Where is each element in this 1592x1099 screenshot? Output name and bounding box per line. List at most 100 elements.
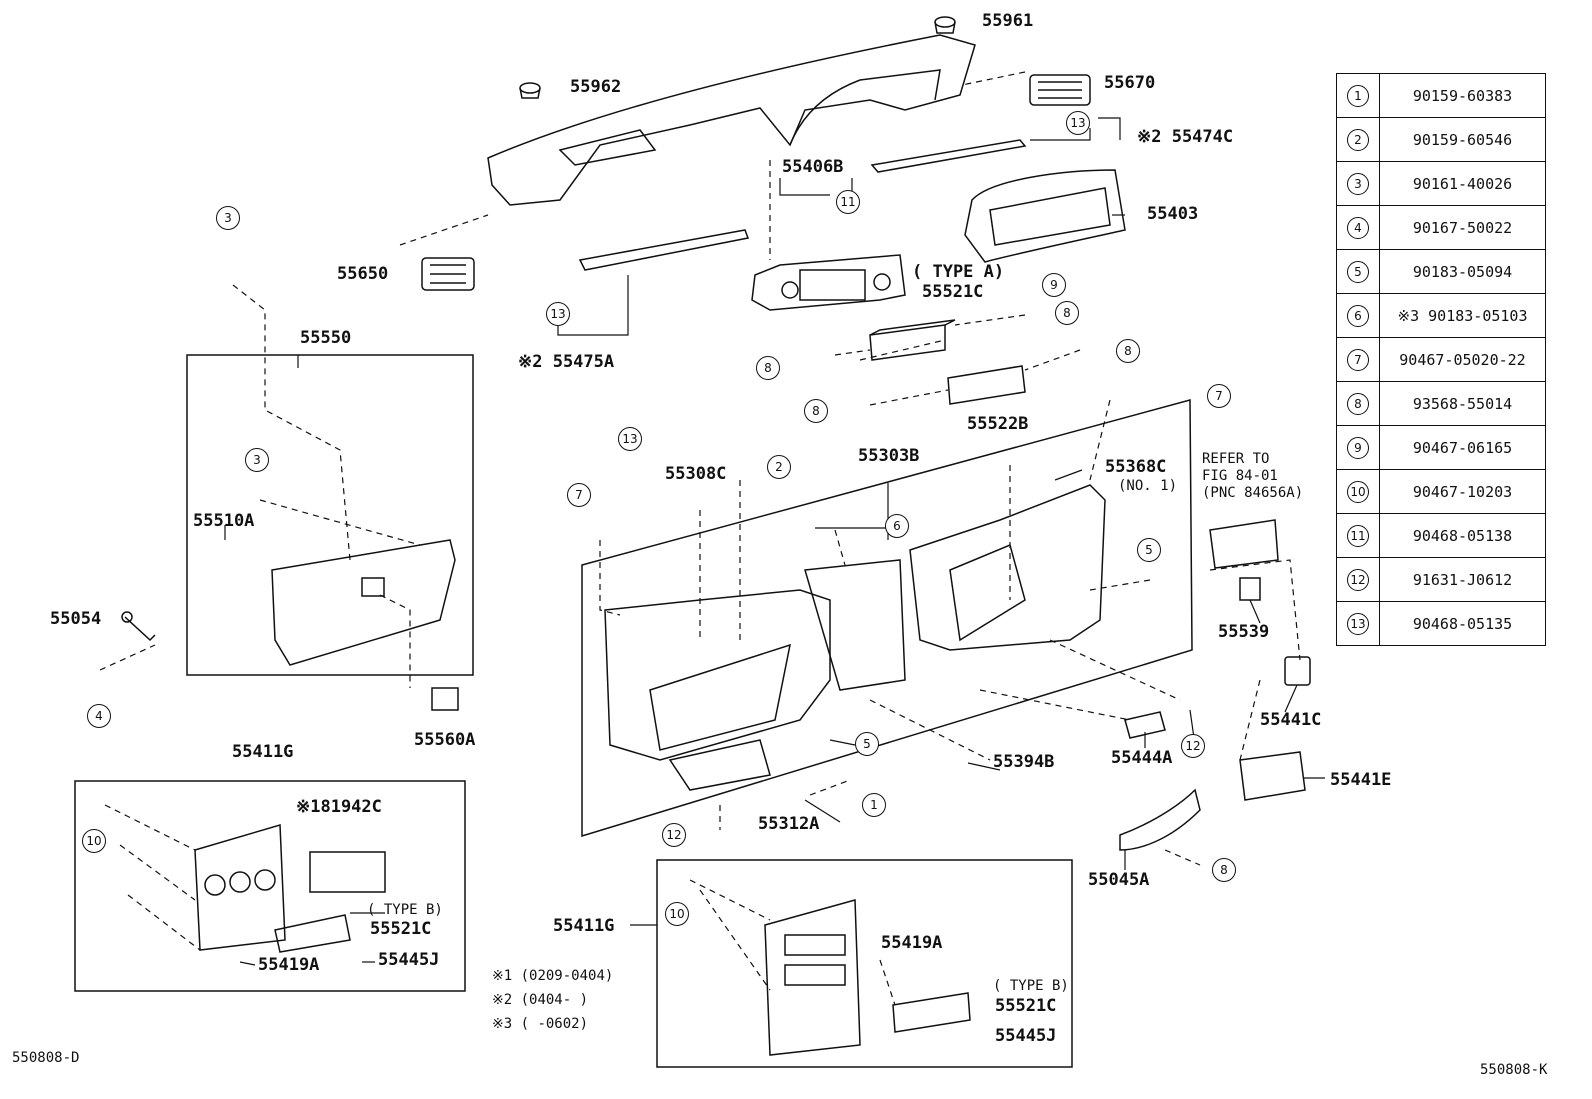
label-55521c-b2: 55521C bbox=[995, 996, 1057, 1016]
switch-55441c bbox=[1284, 656, 1311, 686]
part-55522b bbox=[947, 365, 1026, 405]
label-55445j-2: 55445J bbox=[995, 1026, 1057, 1046]
callout-2: 2 bbox=[767, 455, 791, 479]
callout-3-b: 3 bbox=[245, 448, 269, 472]
label-55441c: 55441C bbox=[1260, 710, 1322, 730]
label-55411g-a: 55411G bbox=[232, 742, 294, 762]
panel-b bbox=[764, 899, 971, 1056]
legend-number: 1 bbox=[1336, 73, 1380, 118]
label-55312a: 55312A bbox=[758, 814, 820, 834]
solid-leaders bbox=[224, 117, 1325, 966]
legend-part-number: 90468-05135 bbox=[1379, 601, 1546, 646]
legend-number: 5 bbox=[1336, 249, 1380, 294]
legend-row: 1 90159-60383 bbox=[1336, 73, 1546, 118]
diagram-id-right: 550808-K bbox=[1480, 1062, 1548, 1078]
legend-row: 6 ※3 90183-05103 bbox=[1336, 293, 1546, 338]
legend-circle-number: 8 bbox=[1347, 392, 1369, 415]
cluster-55403 bbox=[964, 169, 1126, 263]
callout-11: 11 bbox=[836, 190, 860, 214]
vent-55650 bbox=[421, 257, 475, 291]
callout-8-b: 8 bbox=[1116, 339, 1140, 363]
frame-box-55303b bbox=[581, 399, 1193, 838]
callout-4: 4 bbox=[87, 704, 111, 728]
label-55550: 55550 bbox=[300, 328, 352, 348]
callout-7-b: 7 bbox=[567, 483, 591, 507]
legend-part-number: 90467-05020-22 bbox=[1379, 337, 1546, 382]
callout-13-c: 13 bbox=[618, 427, 642, 451]
callout-5-b: 5 bbox=[855, 732, 879, 756]
legend-circle-number: 1 bbox=[1347, 84, 1369, 107]
callout-13-b: 13 bbox=[546, 302, 570, 326]
frame-box-55411g-b bbox=[656, 859, 1073, 1068]
label-55560a: 55560A bbox=[414, 730, 476, 750]
legend-circle-number: 6 bbox=[1347, 304, 1369, 327]
legend-circle-number: 5 bbox=[1347, 260, 1369, 283]
legend-part-number: 90159-60383 bbox=[1379, 73, 1546, 118]
callout-10-a: 10 bbox=[82, 829, 106, 853]
note-2: ※2 (0404- ) bbox=[492, 992, 589, 1008]
center-bezel-55406b bbox=[751, 254, 906, 311]
legend-circle-number: 10 bbox=[1347, 480, 1369, 503]
legend-part-number: 90183-05094 bbox=[1379, 249, 1546, 294]
legend-circle-number: 4 bbox=[1347, 216, 1369, 239]
vent-55670 bbox=[1029, 74, 1091, 106]
lower-dash-55303b bbox=[604, 484, 1106, 791]
frame-box-55411g-a bbox=[74, 780, 466, 992]
label-55445j-1: 55445J bbox=[378, 950, 440, 970]
callout-5-a: 5 bbox=[1137, 538, 1161, 562]
part-55444a bbox=[1124, 711, 1166, 739]
legend-number: 6 bbox=[1336, 293, 1380, 338]
legend-row: 13 90468-05135 bbox=[1336, 601, 1546, 646]
callout-8-a: 8 bbox=[1055, 301, 1079, 325]
strip-55474c bbox=[870, 139, 1027, 173]
legend-part-number: 90467-06165 bbox=[1379, 425, 1546, 470]
legend-number: 12 bbox=[1336, 557, 1380, 602]
legend-number: 11 bbox=[1336, 513, 1380, 558]
part-55054 bbox=[121, 611, 156, 642]
label-refer-2: FIG 84-01 bbox=[1202, 468, 1278, 484]
label-55961: 55961 bbox=[982, 11, 1034, 31]
diagram-id-left: 550808-D bbox=[12, 1050, 80, 1066]
callout-13-a: 13 bbox=[1066, 111, 1090, 135]
cap-55962 bbox=[519, 82, 541, 99]
label-refer-1: REFER TO bbox=[1202, 451, 1270, 467]
legend-number: 10 bbox=[1336, 469, 1380, 514]
label-55670: 55670 bbox=[1104, 73, 1156, 93]
label-55650: 55650 bbox=[337, 264, 389, 284]
legend-row: 5 90183-05094 bbox=[1336, 249, 1546, 294]
label-refer-3: (PNC 84656A) bbox=[1202, 485, 1304, 501]
strip-55475a bbox=[578, 229, 750, 271]
label-55521c-b1: 55521C bbox=[370, 919, 432, 939]
legend-number: 9 bbox=[1336, 425, 1380, 470]
legend-circle-number: 7 bbox=[1347, 348, 1369, 371]
callout-6: 6 bbox=[885, 514, 909, 538]
label-81942c: ※181942C bbox=[296, 797, 382, 817]
label-55510a: 55510A bbox=[193, 511, 255, 531]
label-55474c: ※2 55474C bbox=[1137, 127, 1234, 147]
legend-circle-number: 12 bbox=[1347, 568, 1369, 591]
label-55403: 55403 bbox=[1147, 204, 1199, 224]
label-no1: (NO. 1) bbox=[1118, 478, 1178, 494]
legend-number: 2 bbox=[1336, 117, 1380, 162]
label-55411g-b: 55411G bbox=[553, 916, 615, 936]
legend-number: 13 bbox=[1336, 601, 1380, 646]
legend-part-number: ※3 90183-05103 bbox=[1379, 293, 1546, 338]
callout-9: 9 bbox=[1042, 273, 1066, 297]
label-55308c: 55308C bbox=[665, 464, 727, 484]
panel-a bbox=[194, 824, 386, 953]
legend-circle-number: 13 bbox=[1347, 612, 1369, 635]
frame-box-55550 bbox=[186, 354, 474, 676]
callout-3-a: 3 bbox=[216, 206, 240, 230]
callout-8-c: 8 bbox=[756, 356, 780, 380]
label-55419a-1: 55419A bbox=[258, 955, 320, 975]
callout-12-a: 12 bbox=[1181, 734, 1205, 758]
upper-dash-panel bbox=[487, 34, 976, 206]
